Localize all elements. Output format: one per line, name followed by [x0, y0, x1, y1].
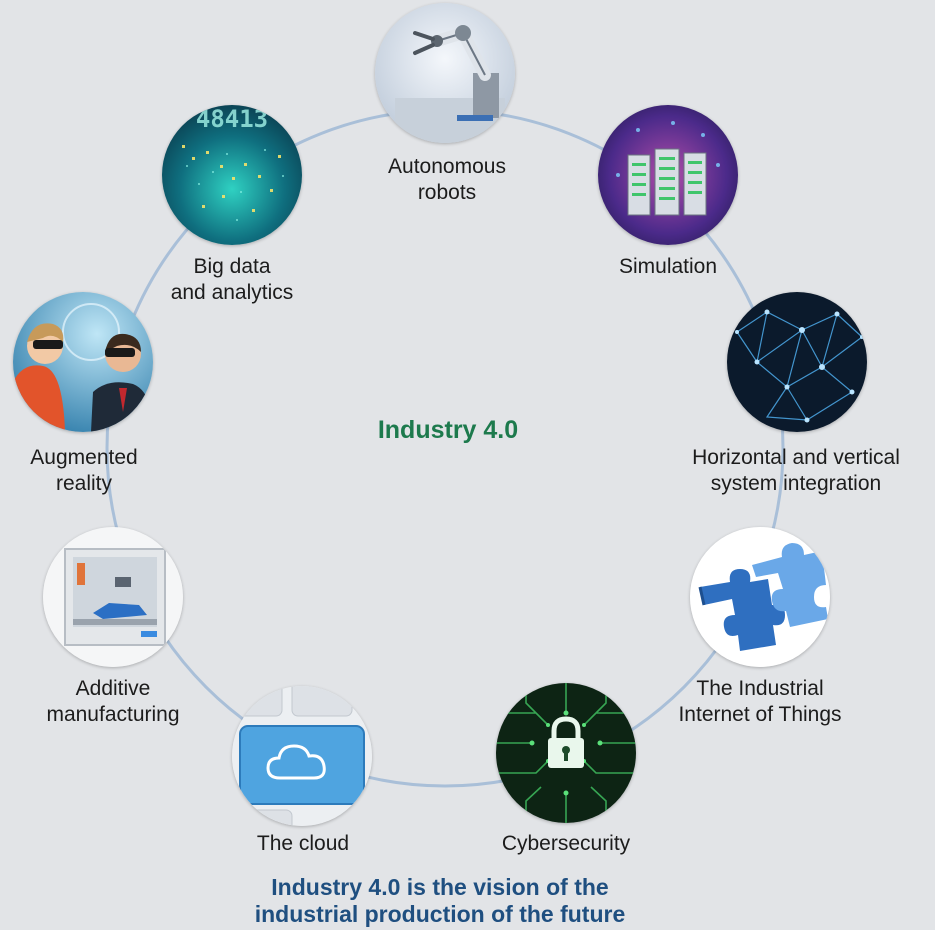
- node-label-horizontal-vertical-integration: Horizontal and vertical system integrati…: [692, 446, 900, 495]
- node-label-the-cloud: The cloud: [256, 832, 350, 855]
- data-stream-digits: 48413: [196, 105, 268, 133]
- ar-glasses-icon: [13, 292, 153, 432]
- robot-arm-icon: [375, 3, 515, 143]
- 3d-printer-icon: [43, 527, 183, 667]
- node-label-autonomous-robots: Autonomous robots: [388, 155, 506, 204]
- data-stream-icon: 48413: [162, 105, 302, 245]
- puzzle-icon: [690, 527, 830, 667]
- diagram-caption: Industry 4.0 is the vision of the indust…: [254, 874, 626, 927]
- network-mesh-icon: [727, 292, 867, 432]
- cloud-key-icon: [232, 686, 372, 826]
- node-label-additive-manufacturing: Additive manufacturing: [46, 677, 180, 726]
- server-rack-icon: [598, 105, 738, 245]
- node-label-industrial-iot: The Industrial Internet of Things: [678, 677, 842, 726]
- center-title: Industry 4.0: [377, 416, 519, 444]
- padlock-icon: [496, 683, 636, 823]
- node-label-big-data: Big data and analytics: [170, 255, 294, 304]
- node-label-simulation: Simulation: [618, 255, 718, 278]
- node-label-cybersecurity: Cybersecurity: [501, 832, 631, 855]
- node-label-augmented-reality: Augmented reality: [30, 446, 138, 495]
